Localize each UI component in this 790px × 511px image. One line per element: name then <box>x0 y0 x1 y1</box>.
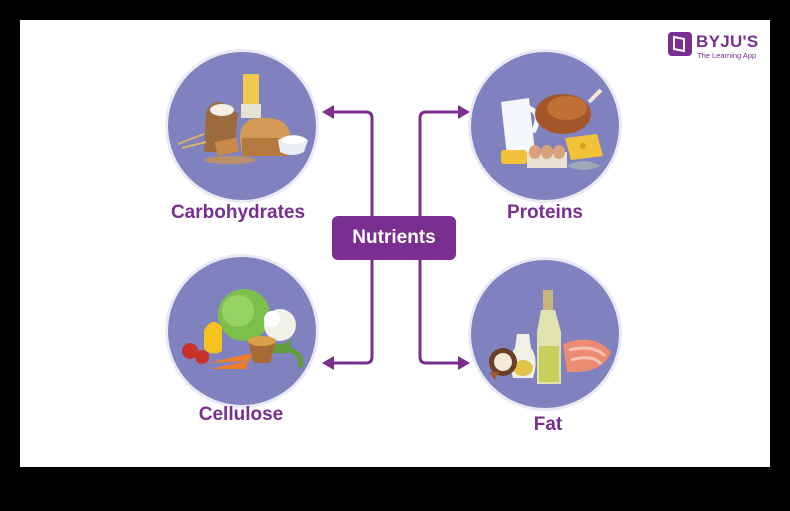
vegetables-icon <box>182 289 304 369</box>
brand-tagline: The Learning App <box>697 51 757 60</box>
arrowhead-cellulose <box>322 356 334 370</box>
brand-name: BYJU'S <box>696 32 759 51</box>
fat-label: Fat <box>533 414 563 435</box>
arrow-to-proteins <box>418 110 460 216</box>
connector-arrows <box>322 105 470 370</box>
byjus-logo-icon <box>668 32 692 56</box>
bread-flour-pasta-icon <box>177 74 308 164</box>
nutrients-label: Nutrients <box>352 227 436 248</box>
arrowhead-carbohydrates <box>322 105 334 119</box>
fat-circle <box>471 260 619 408</box>
proteins-circle <box>471 52 619 200</box>
diagram-card: BYJU'S The Learning App <box>20 20 770 467</box>
arrow-to-cellulose <box>332 260 374 365</box>
oil-coconut-salmon-icon <box>489 290 611 384</box>
nutrients-node: Nutrients <box>332 216 456 260</box>
brand-logo[interactable]: BYJU'S The Learning App <box>668 32 763 62</box>
arrow-to-carbohydrates <box>332 110 374 216</box>
carbohydrates-label: Carbohydrates <box>170 202 306 223</box>
milk-chicken-eggs-cheese-fish-icon <box>501 88 603 170</box>
proteins-label: Proteins <box>506 202 584 223</box>
cellulose-label: Cellulose <box>198 404 284 425</box>
arrow-to-fat <box>418 260 460 365</box>
arrowhead-proteins <box>458 105 470 119</box>
cellulose-circle <box>168 257 316 405</box>
carbohydrates-circle <box>168 52 316 200</box>
arrowhead-fat <box>458 356 470 370</box>
